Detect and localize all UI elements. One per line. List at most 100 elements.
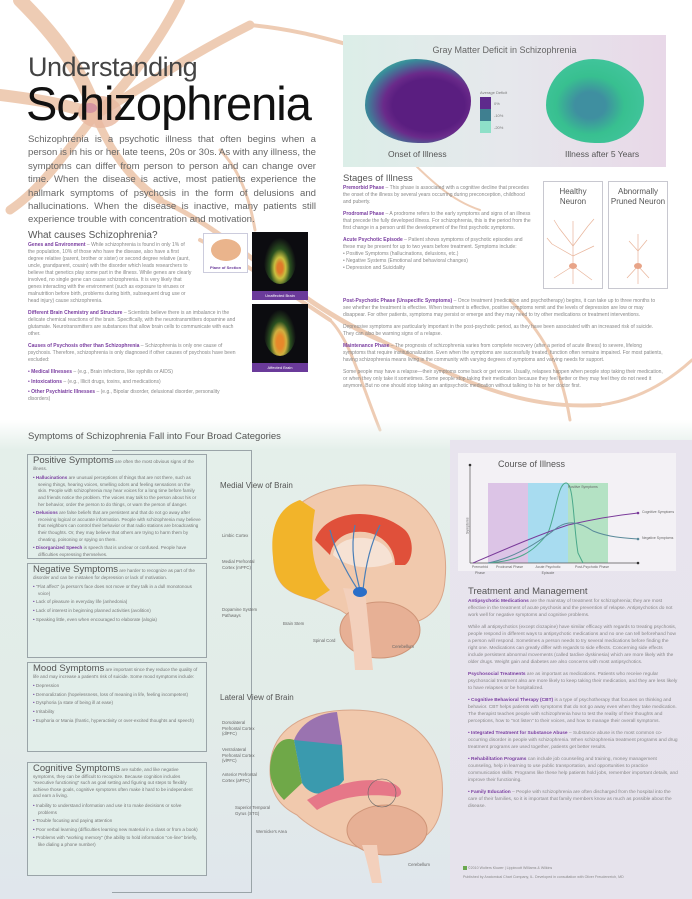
symptom-bullet: Disorganized Speech is speech that is un… — [33, 545, 201, 558]
symptom-bullet: Inability to understand information and … — [33, 803, 201, 816]
cause-term: Causes of Psychosis other than Schizophr… — [28, 343, 140, 349]
cognitive-symptoms-title: Cognitive Symptoms are subtle, and like … — [33, 764, 201, 800]
symptom-text: is speech that is unclear or confused. P… — [38, 545, 187, 557]
legend-row: -20% — [480, 121, 507, 133]
cause-bullet: Other Psychiatric Illnesses – (e.g., Bip… — [28, 389, 238, 403]
cause-item: Different Brain Chemistry and Structure … — [28, 310, 238, 338]
chart-ylabel: Symptoms — [465, 517, 470, 535]
cognitive-symptoms-list: Inability to understand information and … — [33, 803, 201, 849]
stage-text: Depressive symptoms are particularly imp… — [343, 324, 654, 337]
symptom-bullet: Poor verbal learning (difficulties learn… — [33, 827, 201, 834]
symptom-bullet: Lack of interest in beginning planned ac… — [33, 608, 201, 615]
cause-bullet-text: – (e.g., Brain infections, like syphilis… — [72, 369, 173, 375]
x-tick-label: Prodromal Phase — [496, 565, 524, 569]
course-of-illness-chart: Course of Illness Symptoms Positive Symp… — [458, 453, 676, 575]
treatment-bullet: Cognitive Behavioral Therapy (CBT) is a … — [468, 697, 678, 725]
legend-label: -20% — [494, 124, 504, 130]
stage-text: – Once treatment (medication and psychot… — [343, 298, 656, 318]
stage-item: Some people may have a relapse—their sym… — [343, 369, 663, 390]
series-label-negative: Negative Symptoms — [642, 536, 674, 540]
brain-scan-image — [264, 238, 296, 284]
brain-scan-image — [264, 310, 296, 356]
label-ventrolateral-pfc: Ventrolateral Prefrontal Cortex (vlPFC) — [222, 747, 255, 763]
label-dorsolateral-pfc: Dorsolateral Prefrontal Cortex (dlPFC) — [222, 720, 255, 736]
cause-bullet: Medical Illnesses – (e.g., Brain infecti… — [28, 369, 238, 376]
plane-caption: Plane of Section — [209, 265, 242, 270]
treatment-term: Integrated Treatment for Substance Abuse — [471, 731, 568, 736]
causes-heading: What causes Schizophrenia? — [28, 230, 158, 241]
box-title: Positive Symptoms — [33, 455, 114, 466]
scan-caption: Unaffected Brain — [252, 291, 308, 300]
label-spinal-cord: Spinal Cord — [313, 638, 336, 643]
stage-text: – The prognosis of schizophrenia varies … — [343, 343, 663, 363]
treatment-bullet: Rehabilitation Programs can include job … — [468, 756, 678, 784]
label-cerebellum-lateral: Cerebellum — [408, 862, 430, 867]
healthy-neuron-icon — [546, 218, 595, 284]
cause-item: Causes of Psychosis other than Schizophr… — [28, 343, 238, 364]
treatment-term: Rehabilitation Programs — [471, 757, 527, 762]
x-tick-label: Acute Psychotic Episode — [535, 565, 561, 575]
scan-caption: Affected Brain — [252, 363, 308, 372]
symptom-term: Delusions — [35, 510, 58, 516]
cause-item: Genes and Environment – While schizophre… — [28, 242, 193, 305]
symptom-bullet: Dysphoria (a state of being ill at ease) — [33, 700, 201, 707]
treatment-text: are the mainstay of treatment for schizo… — [468, 599, 673, 618]
causes-list: Medical Illnesses – (e.g., Brain infecti… — [28, 369, 238, 403]
credit-line-1: ©2010 Wolters Kluwer | Lippincott Willia… — [463, 864, 624, 873]
x-tick-label: Premorbid Phase — [471, 565, 489, 575]
stage-term: Prodromal Phase — [343, 211, 385, 217]
credit-text: ©2010 Wolters Kluwer | Lippincott Willia… — [468, 866, 553, 870]
symptom-bullet: Trouble focusing and paying attention — [33, 818, 201, 825]
cause-term: Genes and Environment — [28, 242, 86, 248]
healthy-neuron-panel: Healthy Neuron — [543, 181, 603, 289]
label-anterior-pfc: Anterior Prefrontal Cortex (aPFC) — [222, 772, 257, 783]
symptoms-heading: Symptoms of Schizophrenia Fall into Four… — [28, 431, 281, 442]
symptom-bullet: Demoralization (hopelessness, loss of me… — [33, 692, 201, 699]
stage-item: Premorbid Phase – This phase is associat… — [343, 185, 533, 206]
symptom-bullet: Speaking little, even when encouraged to… — [33, 617, 201, 624]
title-line-1: Understanding — [28, 52, 198, 82]
treatment-term: Psychosocial Treatments — [468, 672, 526, 677]
gray-matter-panel: Gray Matter Deficit in Schizophrenia Ave… — [343, 35, 666, 167]
stages-continued: Post-Psychotic Phase (Unspecific Symptom… — [343, 298, 663, 395]
cause-bullet-term: Intoxications — [31, 379, 62, 385]
brain-after-5-years-image — [546, 59, 644, 143]
stage-text: – Patient shows symptoms of psychotic ep… — [343, 237, 523, 250]
negative-symptoms-title: Negative Symptoms are harder to recogniz… — [33, 565, 201, 581]
acute-bullet: Depression and Suicidality — [346, 265, 406, 271]
treatment-term: Cognitive Behavioral Therapy (CBT) — [471, 698, 554, 703]
stages-section: Stages of Illness Premorbid Phase – This… — [343, 174, 533, 277]
label-medial-prefrontal-cortex: Medial Prefrontal Cortex (mPFC) — [222, 559, 255, 570]
symptom-bullet: Depression — [33, 683, 201, 690]
legend-row: -10% — [480, 109, 507, 121]
treatment-term: Family Education — [471, 790, 511, 795]
treatment-heading: Treatment and Management — [468, 586, 588, 597]
stage-text: – A prodrome refers to the early symptom… — [343, 211, 531, 231]
symptom-bullet: Euphoria or Mania (frantic, hyperactivit… — [33, 718, 201, 725]
mood-symptoms-list: Depression Demoralization (hopelessness,… — [33, 683, 201, 724]
positive-symptoms-title: Positive Symptoms are often the most obv… — [33, 455, 201, 472]
acute-bullet: Positive Symptoms (hallucinations, delus… — [346, 251, 459, 257]
symptom-text: are false beliefs that are persistent an… — [38, 510, 201, 542]
credit-line-2: Published by Anatomical Chart Company, I… — [463, 875, 624, 879]
cause-bullet-term: Medical Illnesses — [31, 369, 72, 375]
stage-term: Acute Psychotic Episode — [343, 237, 403, 243]
healthy-neuron-label: Healthy Neuron — [559, 187, 587, 206]
credits: ©2010 Wolters Kluwer | Lippincott Willia… — [463, 864, 624, 882]
caption-onset: Onset of Illness — [388, 149, 447, 159]
box-lead: are important since they reduce the qual… — [33, 667, 198, 679]
symptom-bullet: "Flat affect" (a person's face does not … — [33, 584, 201, 597]
treatment-text: – Substance abuse is the most common co-… — [468, 731, 678, 750]
causes-section: What causes Schizophrenia? Genes and Env… — [28, 230, 238, 406]
cause-bullet: Intoxications – (e.g., Illicit drugs, to… — [28, 379, 238, 386]
treatment-paragraph: Antipsychotic Medications are the mainst… — [468, 598, 678, 619]
legend-row: 0% — [480, 97, 507, 109]
page-title: Schizophrenia — [26, 77, 312, 130]
cause-bullet-text: – (e.g., Illicit drugs, toxins, and medi… — [61, 379, 161, 385]
legend-swatch — [480, 97, 491, 109]
symptom-bullet: Lack of pleasure in everyday life (anhed… — [33, 599, 201, 606]
chart-plot — [468, 463, 640, 565]
acute-bullet: Negative Systems (Emotional and behavior… — [346, 258, 468, 264]
negative-symptoms-list: "Flat affect" (a person's face does not … — [33, 584, 201, 623]
